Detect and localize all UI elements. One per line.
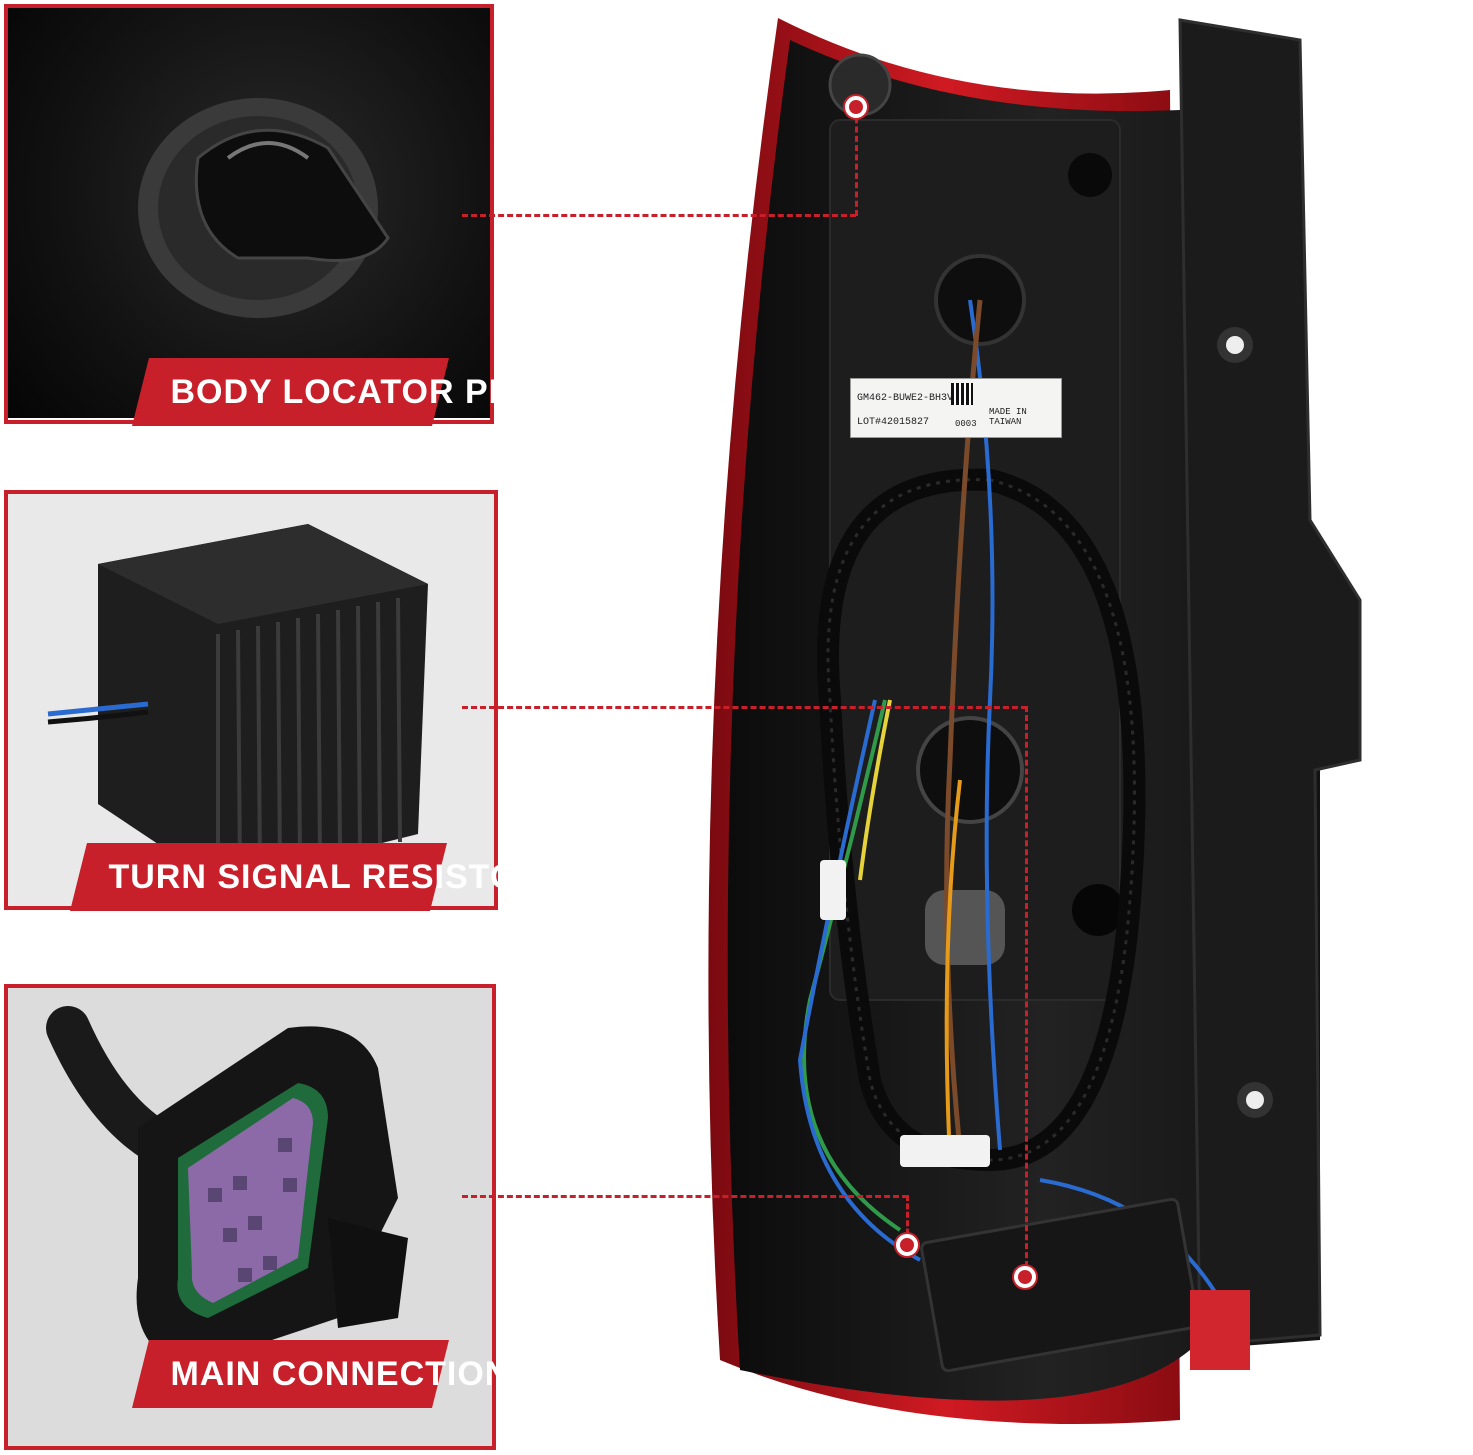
resistor-photo [47,524,428,884]
inset-turn-signal-resistor [8,494,494,906]
leader-line-resistor-v [1025,706,1028,1276]
callout-label-text: MAIN CONNECTION [170,1355,511,1393]
leader-line-locator-h [462,214,856,217]
resistor-module [920,1197,1200,1373]
marker-dot-resistor [1014,1266,1036,1288]
tail-light-housing [708,18,1362,1424]
qr-code-icon [951,383,973,405]
label-origin: MADE IN TAIWAN [989,407,1027,427]
marker-dot-main-connection [896,1234,918,1256]
leader-line-locator-v [855,108,858,216]
callout-label-text: BODY LOCATOR PIN [170,373,525,411]
leader-line-connection-v [906,1195,909,1243]
locator-pin-photo [138,98,390,318]
callout-body-locator-pin: BODY LOCATOR PIN [132,358,525,426]
leader-line-resistor-h [462,706,1027,709]
callout-label-text: TURN SIGNAL RESISTOR [108,858,543,896]
connector-photo [46,1006,408,1368]
leader-line-connection-h [462,1195,908,1198]
callout-turn-signal-resistor: TURN SIGNAL RESISTOR [70,843,543,911]
callout-main-connection: MAIN CONNECTION [132,1340,510,1408]
mounting-flange [1178,18,1362,1347]
label-code: 0003 [955,419,977,429]
product-label: GM462-BUWE2-BH3V LOT#42015827 MADE IN TA… [850,378,1062,438]
label-part-number: GM462-BUWE2-BH3V [857,393,954,404]
marker-dot-locator-pin [845,96,867,118]
inset-body-locator-pin [8,8,490,418]
label-lot-number: LOT#42015827 [857,417,930,428]
